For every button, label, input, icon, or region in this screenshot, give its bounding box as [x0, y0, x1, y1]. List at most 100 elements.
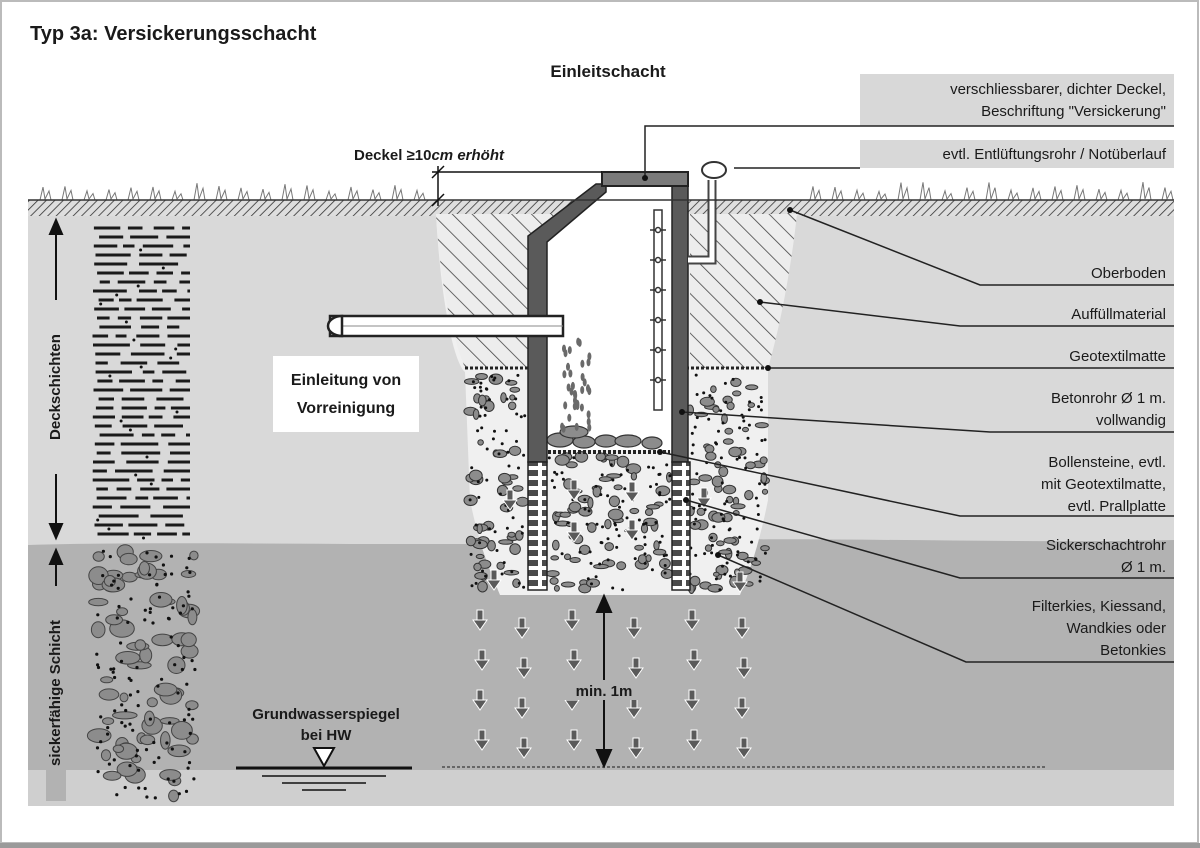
- gravel-dot: [166, 616, 171, 621]
- infiltration-arrow: [472, 689, 488, 711]
- grass-tuft: [325, 189, 338, 201]
- infiltration-arrow: [502, 489, 518, 511]
- gravel-dot: [717, 429, 720, 433]
- gravel-dot: [113, 709, 117, 713]
- gravel-dot: [115, 616, 119, 620]
- gravel-stone: [712, 405, 720, 413]
- permeable-layer-label: sickerfähige Schicht: [47, 620, 64, 766]
- gravel-stone: [704, 444, 715, 454]
- gravel-stone: [595, 452, 606, 462]
- geotextile-callout: Geotextilmatte: [1069, 348, 1166, 365]
- gravel-dot: [468, 498, 472, 502]
- stone: [103, 575, 117, 587]
- gravel-dot: [642, 522, 646, 526]
- concrete-pipe-right-wall: [671, 183, 689, 463]
- water-drop: [566, 362, 570, 371]
- inflow-label-line2: Vorreinigung: [297, 400, 395, 417]
- gravel-dot: [127, 676, 131, 681]
- gravel-dot: [721, 421, 725, 425]
- water-drop: [560, 422, 565, 431]
- grass-tuft: [369, 189, 382, 201]
- gravel-dot: [746, 560, 750, 564]
- gravel-dot: [606, 558, 610, 562]
- gravel-stone: [722, 438, 734, 445]
- gravel-stone: [586, 578, 600, 588]
- gravel-stone: [751, 560, 762, 566]
- stone: [189, 550, 199, 561]
- gravel-dot: [152, 760, 156, 765]
- gravel-dot: [157, 595, 162, 599]
- gravel-dot: [522, 585, 526, 589]
- infiltration-arrow: [624, 519, 640, 541]
- gravel-stone: [607, 508, 624, 521]
- gravel-dot: [478, 541, 482, 545]
- gravel-dot: [120, 721, 124, 725]
- gravel-dot: [601, 525, 604, 529]
- gravel-dot: [135, 665, 139, 670]
- gravel-dot: [757, 405, 761, 409]
- gravel-dot: [112, 758, 116, 762]
- gravel-stone: [604, 454, 619, 461]
- water-drop: [573, 396, 577, 405]
- gravel-stone: [598, 476, 613, 483]
- infiltration-arrow: [732, 571, 748, 593]
- grass-tuft: [259, 189, 272, 201]
- gravel-dot: [502, 561, 506, 565]
- gravel-dot: [135, 748, 139, 753]
- gravel-dot: [95, 746, 100, 750]
- gravel-dot: [136, 704, 140, 708]
- infiltration-arrow: [474, 649, 490, 671]
- gravel-dot: [755, 527, 759, 531]
- gravel-stone: [711, 475, 724, 488]
- gravel-dot: [120, 703, 124, 707]
- gravel-dot: [129, 597, 133, 601]
- lid-callout-box: [860, 74, 1174, 126]
- gravel-dot: [756, 513, 760, 516]
- gravel-dot: [719, 456, 723, 460]
- gravel-stone: [549, 577, 559, 585]
- gravel-dot: [470, 466, 474, 470]
- water-drop: [566, 383, 571, 392]
- gravel-dot: [479, 405, 483, 409]
- gravel-dot: [759, 408, 763, 412]
- gravel-dot: [668, 497, 672, 501]
- leader-lines: [644, 125, 1174, 663]
- gravel-dot: [187, 713, 191, 717]
- grass-tuft: [1161, 187, 1174, 201]
- gravel-dot: [626, 468, 629, 472]
- gravel-dot: [516, 373, 520, 377]
- soil-dot: [119, 419, 123, 423]
- gravel-stone: [742, 426, 749, 433]
- gravel-dot: [520, 531, 524, 535]
- gravel-dot: [119, 641, 123, 645]
- gravel-dot: [484, 406, 488, 410]
- grass-tuft: [39, 186, 52, 201]
- stone: [153, 682, 178, 697]
- gravel-dot: [478, 385, 482, 389]
- gravel-dot: [160, 677, 164, 681]
- infiltration-arrow: [564, 609, 580, 631]
- gravel-dot: [572, 456, 576, 460]
- gravel-dot: [609, 463, 613, 467]
- groundwater-symbol: [236, 747, 412, 791]
- infiltration-arrow: [736, 657, 752, 679]
- soil-dot: [134, 473, 138, 477]
- gravel-stone: [468, 469, 483, 482]
- gravel-dot: [143, 608, 147, 612]
- gravel-dot: [637, 518, 641, 522]
- gravel-dot: [654, 521, 658, 524]
- concrete-pipe-callout-line1: Betonrohr Ø 1 m.: [1051, 390, 1166, 407]
- infiltration-arrow: [734, 697, 750, 719]
- gravel-dot: [763, 438, 767, 442]
- gravel-dot: [471, 380, 475, 384]
- inflow-label-box: [273, 356, 419, 432]
- concrete-pipe-callout-line2: vollwandig: [1096, 412, 1166, 429]
- ladder-bolt: [654, 346, 662, 354]
- bottom-bar: [0, 843, 1200, 848]
- gravel-dot: [157, 756, 161, 760]
- gravel-dot: [611, 478, 615, 482]
- gravel-dot: [95, 652, 99, 656]
- gravel-dot: [152, 740, 156, 745]
- gravel-dot: [166, 777, 170, 781]
- leader-dots: [642, 175, 793, 558]
